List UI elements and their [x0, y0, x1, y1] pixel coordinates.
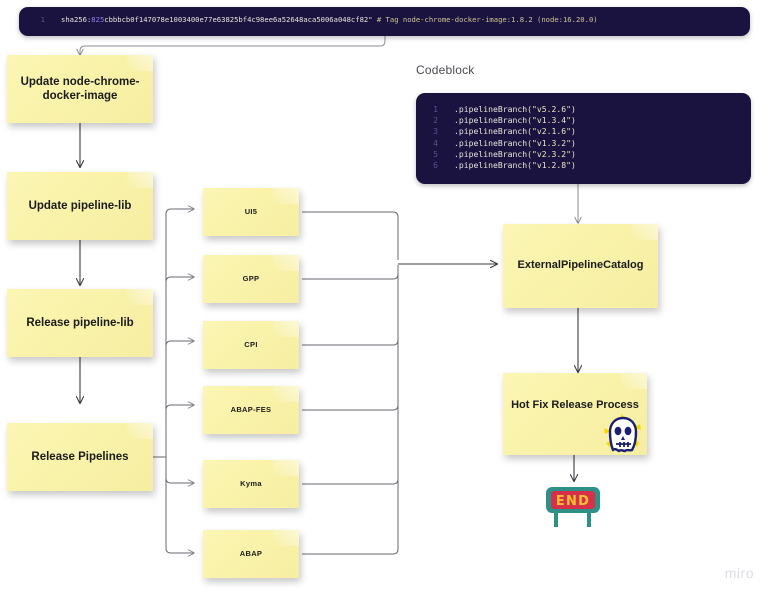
sticky-label: GPP: [242, 274, 260, 284]
sticky-label: Release pipeline-lib: [26, 316, 134, 329]
sticky-label: Update node-chrome-docker-image: [20, 75, 140, 102]
sticky-label: ABAP: [239, 549, 263, 559]
line-number: 1: [433, 104, 438, 114]
sticky-label: Hot Fix Release Process: [511, 399, 639, 412]
code-text: .pipelineBranch("v5.2.6"): [454, 104, 576, 115]
code-line: 2 .pipelineBranch("v1.3.4"): [416, 115, 751, 126]
code-text: .pipelineBranch("v1.2.8"): [454, 160, 576, 171]
code-line: 4 .pipelineBranch("v1.3.2"): [416, 138, 751, 149]
code-text: .pipelineBranch("v2.1.6"): [454, 126, 576, 137]
code-hash-rest: cbbbcb0f147078e1003400e77e63825bf4c98ee6…: [104, 15, 373, 24]
sticky-release-pipelines[interactable]: Release Pipelines: [7, 423, 153, 491]
code-text: .pipelineBranch("v1.3.4"): [454, 115, 576, 126]
code-call: .pipelineBranch(: [454, 137, 532, 148]
code-hash-highlight: 825: [91, 15, 105, 24]
line-number: 3: [433, 126, 438, 137]
code-call: .pipelineBranch(: [454, 148, 532, 159]
miro-watermark: miro: [724, 565, 754, 581]
code-arg: "v1.3.2": [531, 137, 571, 148]
end-sign-sticker[interactable]: END: [540, 483, 606, 528]
sticky-label: CPI: [244, 340, 258, 350]
code-line: 1 .pipelineBranch("v5.2.6"): [416, 104, 751, 115]
line-number: 6: [433, 160, 438, 171]
code-comment: # Tag node-chrome-docker-image:1.8.2 (no…: [376, 15, 598, 24]
sticky-label: ExternalPipelineCatalog: [517, 259, 644, 272]
sticky-label: ABAP-FES: [230, 405, 272, 415]
code-arg: "v5.2.6": [531, 104, 571, 114]
code-line: 5 .pipelineBranch("v2.3.2"): [416, 149, 751, 160]
code-close: ): [570, 148, 576, 159]
sticky-external-pipeline-catalog[interactable]: ExternalPipelineCatalog: [503, 224, 658, 308]
code-call: .pipelineBranch(: [454, 104, 532, 114]
code-close: ): [570, 126, 576, 137]
code-arg: "v1.3.4": [531, 115, 571, 126]
ghost-sticker[interactable]: [600, 412, 646, 454]
code-close: ): [570, 137, 576, 148]
ghost-icon: [604, 414, 641, 453]
sticky-release-pipeline-lib[interactable]: Release pipeline-lib: [7, 289, 153, 357]
end-sign-label: END: [556, 494, 590, 509]
code-arg: "v2.1.6": [531, 126, 571, 137]
top-codeblock[interactable]: 1 sha256:825cbbbcb0f147078e1003400e77e63…: [19, 7, 750, 36]
sticky-update-node-chrome-docker-image[interactable]: Update node-chrome-docker-image: [7, 55, 153, 123]
code-close: ): [570, 104, 576, 114]
sticky-ui5[interactable]: UI5: [203, 188, 299, 236]
code-line: 3 .pipelineBranch("v2.1.6"): [416, 126, 751, 137]
end-sign-icon: END: [546, 487, 600, 527]
code-call: .pipelineBranch(: [454, 115, 532, 126]
code-text: .pipelineBranch("v2.3.2"): [454, 149, 576, 160]
code-line: 6 .pipelineBranch("v1.2.8"): [416, 160, 751, 171]
code-call: .pipelineBranch(: [454, 160, 532, 171]
line-number: 1: [40, 15, 45, 24]
sticky-gpp[interactable]: GPP: [203, 255, 299, 303]
code-close: ): [570, 115, 576, 126]
code-arg: "v2.3.2": [531, 148, 571, 159]
code-call: .pipelineBranch(: [454, 126, 532, 137]
code-arg: "v1.2.8": [531, 160, 571, 171]
sticky-abap-fes[interactable]: ABAP-FES: [203, 386, 299, 434]
sticky-cpi[interactable]: CPI: [203, 321, 299, 369]
code-line: 1 sha256:825cbbbcb0f147078e1003400e77e63…: [19, 15, 750, 25]
sticky-label: Update pipeline-lib: [28, 199, 132, 212]
line-number: 2: [433, 115, 438, 126]
code-prefix: sha256:: [61, 15, 92, 24]
sticky-label: UI5: [244, 207, 258, 217]
code-text: .pipelineBranch("v1.3.2"): [454, 138, 576, 149]
codeblock-title: Codeblock: [416, 63, 475, 77]
sticky-label: Kyma: [240, 479, 262, 489]
code-text: sha256:825cbbbcb0f147078e1003400e77e6382…: [61, 15, 598, 25]
sticky-abap[interactable]: ABAP: [203, 530, 299, 578]
sticky-kyma[interactable]: Kyma: [203, 460, 299, 508]
sticky-label: Release Pipelines: [31, 450, 129, 463]
line-number: 5: [433, 148, 438, 159]
code-close: ): [570, 160, 576, 171]
side-codeblock[interactable]: 1 .pipelineBranch("v5.2.6") 2 .pipelineB…: [416, 93, 751, 184]
line-number: 4: [433, 137, 438, 148]
sticky-update-pipeline-lib[interactable]: Update pipeline-lib: [7, 172, 153, 240]
